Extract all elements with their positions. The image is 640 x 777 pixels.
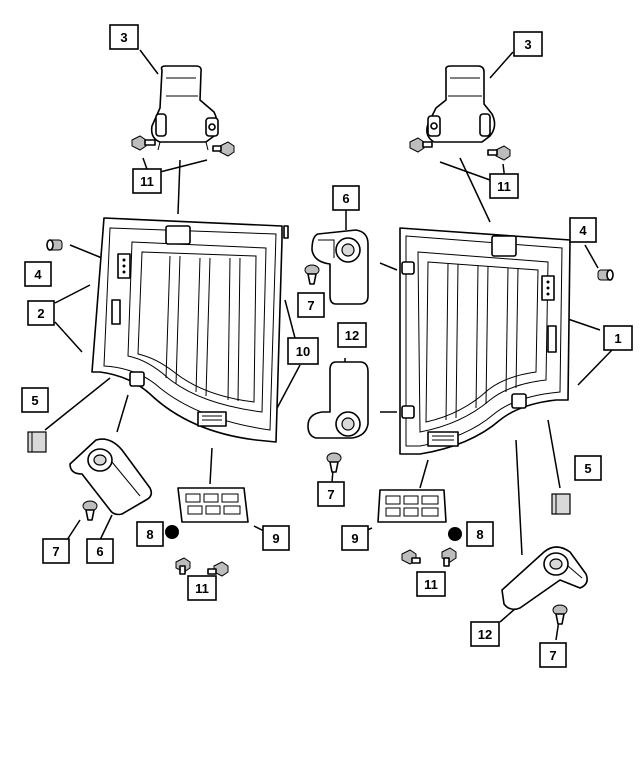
callout-7-right: 7 [539,642,567,668]
callout-5-right: 5 [574,455,602,481]
callout-6-left-label: 6 [96,544,103,559]
callout-10: 10 [287,337,319,365]
callout-8-right-label: 8 [476,527,483,542]
callout-6-left: 6 [86,538,114,564]
callout-12-center: 12 [337,322,367,348]
screw-right [552,604,568,625]
callout-2-label: 2 [37,306,44,321]
callout-12-right-label: 12 [478,627,492,642]
callout-11-top-right: 11 [489,173,519,199]
callout-7-left: 7 [42,538,70,564]
handle-cover-center [311,229,369,305]
callout-12-center-label: 12 [345,328,359,343]
callout-2: 2 [27,300,55,326]
callout-11-top-left-label: 11 [140,174,154,189]
callout-4-left-label: 4 [34,267,42,282]
callout-5-right-label: 5 [584,461,591,476]
pad-right [551,493,571,515]
callout-11-bottom-left-label: 11 [195,581,209,596]
bolts-bottom [175,547,457,577]
bolts-top [131,135,511,161]
callout-7-right-label: 7 [549,648,556,663]
plug-left [46,239,63,251]
callout-11-bottom-left: 11 [187,575,217,601]
bracket-right [377,489,447,523]
callout-3-right-label: 3 [524,37,531,52]
callout-11-bottom-right: 11 [416,571,446,597]
callout-4-left: 4 [24,261,52,287]
callout-7-center-top: 7 [297,292,325,318]
callout-7-center-bottom: 7 [317,481,345,507]
door-panel-right [399,227,571,455]
hinge-right [426,65,496,143]
screw-center-bottom [326,452,342,473]
callout-3-left: 3 [109,24,139,50]
callout-6-center-label: 6 [342,191,349,206]
callout-11-top-left: 11 [132,168,162,194]
callout-1-label: 1 [614,331,621,346]
handle-left [69,438,153,516]
callout-9-left-label: 9 [272,531,279,546]
pad-left [27,431,47,453]
callout-11-top-right-label: 11 [497,179,511,194]
door-panel-left [91,217,289,443]
callout-8-left: 8 [136,521,164,547]
callout-7-center-bottom-label: 7 [327,487,334,502]
callout-7-left-label: 7 [52,544,59,559]
callout-4-right: 4 [569,217,597,243]
callout-5-left: 5 [21,387,49,413]
callout-9-right: 9 [341,525,369,551]
plug-dot-left [165,525,179,539]
screw-left [82,500,98,521]
handle-cover-center-alt [307,361,369,439]
handle-right [501,546,588,611]
callout-9-left: 9 [262,525,290,551]
callout-11-bottom-right-label: 11 [424,577,438,592]
callout-3-left-label: 3 [120,30,127,45]
hinge-left [150,65,219,151]
plug-dot-right [448,527,462,541]
callout-5-left-label: 5 [31,393,38,408]
callout-6-center: 6 [332,185,360,211]
callout-12-right: 12 [470,621,500,647]
callout-7-center-top-label: 7 [307,298,314,313]
callout-8-right: 8 [466,521,494,547]
callout-4-right-label: 4 [579,223,587,238]
callout-1: 1 [603,325,633,351]
callout-8-left-label: 8 [146,527,153,542]
callout-10-label: 10 [296,344,310,359]
callout-9-right-label: 9 [351,531,358,546]
screw-center-top [304,264,320,285]
bracket-left [177,487,249,523]
callout-3-right: 3 [513,31,543,57]
plug-right [597,269,614,281]
